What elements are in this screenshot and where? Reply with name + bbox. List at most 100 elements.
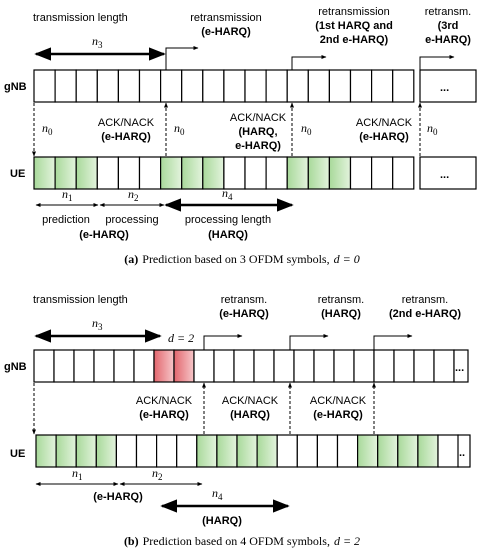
b-retx1-line1: retransm. — [221, 294, 267, 306]
b-ue-symbol-cell — [216, 434, 238, 468]
a-n0-3: n0 — [301, 121, 312, 137]
a-ue-symbol-cell — [392, 156, 415, 190]
a-gnb-symbol-cell — [181, 69, 204, 103]
b-ue-symbol-cell — [256, 434, 278, 468]
b-ue-symbol-cell — [35, 434, 57, 468]
a-caption: (a)Prediction based on 3 OFDM symbols,d … — [124, 252, 359, 266]
b-ack3-line2: (e-HARQ) — [313, 409, 363, 421]
a-processing-length-label: processing length — [185, 214, 271, 226]
b-gnb-symbol-cell — [313, 349, 335, 383]
b-gnb-symbol-cell — [293, 349, 315, 383]
a-ack2-line3: e-HARQ) — [235, 140, 281, 152]
b-ue-symbol-cell — [95, 434, 118, 468]
b-gnb-symbol-cell — [213, 349, 235, 383]
b-n4-label: n4 — [212, 486, 223, 502]
b-retx3-line1: retransm. — [402, 294, 448, 306]
a-ue-label: UE — [10, 168, 25, 180]
a-n0-4: n0 — [427, 121, 438, 137]
b-caption-letter: (b) — [124, 534, 139, 548]
b-gnb-symbol-cell — [113, 349, 135, 383]
b-ue-row — [35, 434, 459, 468]
b-transmission-length-label: transmission length — [33, 294, 128, 306]
a-n0-2: n0 — [174, 121, 185, 137]
b-retx-arrow-3 — [373, 334, 413, 350]
a-n1-label: n1 — [62, 187, 73, 203]
b-gnb-symbol-cell — [53, 349, 75, 383]
a-retx1-line1: retransmission — [190, 12, 262, 24]
a-ue-symbol-cell — [117, 156, 141, 190]
b-gnb-symbol-cell — [73, 349, 95, 383]
a-gnb-symbol-cell — [138, 69, 162, 103]
a-ue-symbol-cell — [349, 156, 373, 190]
a-gnb-ellipsis-cell — [419, 69, 477, 103]
a-prediction-label: prediction — [42, 214, 90, 226]
b-retx3-line2: (2nd e-HARQ) — [389, 308, 461, 320]
b-retx-arrow-2 — [289, 334, 329, 350]
a-retx-arrow-3 — [419, 55, 455, 70]
a-ue-symbol-cell — [96, 156, 120, 190]
b-gnb-symbol-cell — [173, 349, 195, 383]
b-ue-symbol-cell — [437, 434, 459, 468]
a-gnb-symbol-cell — [96, 69, 120, 103]
b-ue-symbol-cell — [336, 434, 359, 468]
b-ue-symbol-cell — [397, 434, 419, 468]
a-ue-symbol-cell — [54, 156, 77, 190]
a-ue-symbol-cell — [328, 156, 352, 190]
a-ack1-line2: (e-HARQ) — [101, 131, 151, 143]
a-n0-1: n0 — [42, 121, 53, 137]
a-transmission-length-label: transmission length — [33, 12, 128, 24]
b-n3-label: n3 — [92, 316, 103, 332]
a-ue-row — [33, 156, 415, 190]
a-gnb-symbol-cell — [349, 69, 373, 103]
a-ue-symbol-cell — [138, 156, 162, 190]
b-ack1-line2: (e-HARQ) — [139, 409, 189, 421]
b-d-label: d = 2 — [168, 331, 194, 345]
b-gnb-symbol-cell — [433, 349, 455, 383]
a-gnb-symbol-cell — [202, 69, 225, 103]
b-gnb-symbol-cell — [393, 349, 415, 383]
a-processing-label: processing — [105, 214, 158, 226]
b-caption: (b)Prediction based on 4 OFDM symbols,d … — [124, 534, 360, 548]
b-gnb-symbol-cell — [373, 349, 395, 383]
b-retx2-line1: retransm. — [318, 294, 364, 306]
b-gnb-label: gNB — [4, 361, 27, 373]
b-ue-symbol-cell — [417, 434, 439, 468]
b-gnb-symbol-cell — [333, 349, 355, 383]
b-gnb-symbol-cell — [233, 349, 255, 383]
a-gnb-symbol-cell — [307, 69, 330, 103]
a-retx3-line3: e-HARQ) — [425, 34, 471, 46]
b-ue-symbol-cell — [196, 434, 218, 468]
b-gnb-row — [33, 349, 455, 383]
b-gnb-symbol-cell — [193, 349, 215, 383]
a-gnb-symbol-cell — [160, 69, 183, 103]
b-n2-label: n2 — [152, 466, 163, 482]
b-ue-label: UE — [10, 448, 25, 460]
a-ue-symbol-cell — [244, 156, 267, 190]
a-retx2-line1: retransmission — [318, 6, 390, 18]
b-ue-symbol-cell — [357, 434, 379, 468]
a-gnb-symbol-cell — [223, 69, 246, 103]
b-gnb-symbol-cell — [153, 349, 175, 383]
a-n2-label: n2 — [128, 187, 139, 203]
a-caption-letter: (a) — [124, 252, 138, 266]
b-gnb-ellipsis-cell — [453, 349, 469, 383]
a-gnb-symbol-cell — [371, 69, 394, 103]
a-ue-ellipsis-cell — [419, 156, 477, 190]
a-ue-symbol-cell — [181, 156, 204, 190]
a-retx2-line3: 2nd e-HARQ) — [320, 34, 389, 46]
a-ue-symbol-cell — [371, 156, 394, 190]
a-gnb-symbol-cell — [265, 69, 288, 103]
a-retx2-line2: (1st HARQ and — [315, 20, 393, 32]
a-ue-ellipsis: ... — [440, 169, 449, 181]
a-ack2-line1: ACK/NACK — [230, 112, 287, 124]
a-ue-symbol-cell — [202, 156, 225, 190]
a-ue-symbol-cell — [286, 156, 309, 190]
a-retx3-line2: (3rd — [438, 20, 459, 32]
b-gnb-symbol-cell — [33, 349, 55, 383]
a-ue-symbol-cell — [223, 156, 246, 190]
b-retx2-line2: (HARQ) — [321, 308, 361, 320]
b-n1-label: n1 — [72, 466, 83, 482]
b-ue-symbol-cell — [377, 434, 399, 468]
a-ack3-line1: ACK/NACK — [356, 117, 413, 129]
